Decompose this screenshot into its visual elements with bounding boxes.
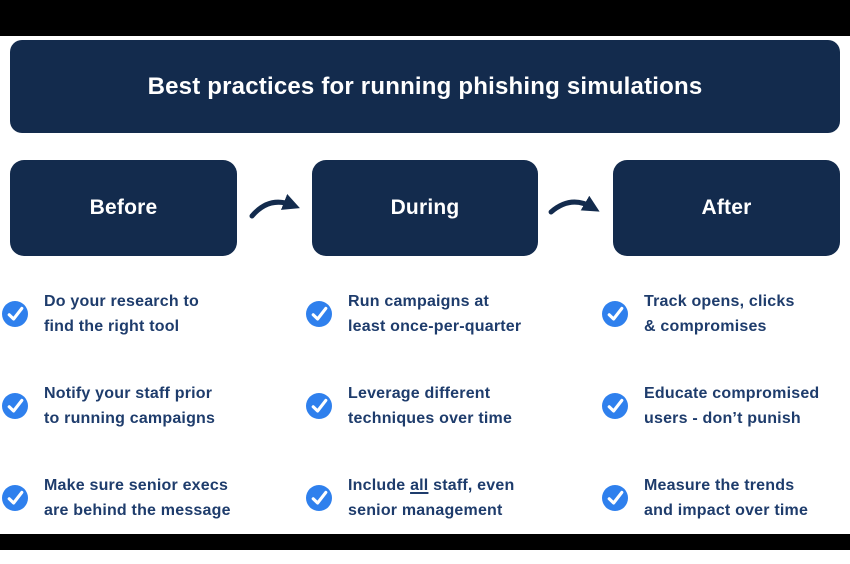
- page-title: Best practices for running phishing simu…: [147, 72, 703, 100]
- phase-box-before: Before: [10, 160, 237, 256]
- infographic-canvas: Best practices for running phishing simu…: [0, 0, 850, 550]
- checklist-item-text: Track opens, clicks& compromises: [644, 293, 795, 335]
- phase-label-before: Before: [89, 196, 158, 219]
- top-letterbox-bar: [0, 0, 850, 36]
- check-circle-icon: [2, 393, 28, 419]
- checklist-item: Track opens, clicks& compromises: [602, 288, 848, 340]
- bottom-letterbox-bar: [0, 534, 850, 550]
- phase-label-during: During: [390, 196, 460, 219]
- check-circle-icon: [306, 301, 332, 327]
- phase-label-after: After: [701, 196, 752, 219]
- check-circle-icon: [602, 485, 628, 511]
- phase-box-after: After: [613, 160, 840, 256]
- check-circle-icon: [2, 485, 28, 511]
- phase-box-during: During: [312, 160, 538, 256]
- curved-arrow-icon: [548, 195, 600, 215]
- check-circle-icon: [306, 393, 332, 419]
- check-circle-icon: [602, 301, 628, 327]
- check-circle-icon: [2, 301, 28, 327]
- check-circle-icon: [306, 485, 332, 511]
- title-banner: Best practices for running phishing simu…: [10, 40, 840, 133]
- curved-arrow-icon: [249, 193, 300, 219]
- check-circle-icon: [602, 393, 628, 419]
